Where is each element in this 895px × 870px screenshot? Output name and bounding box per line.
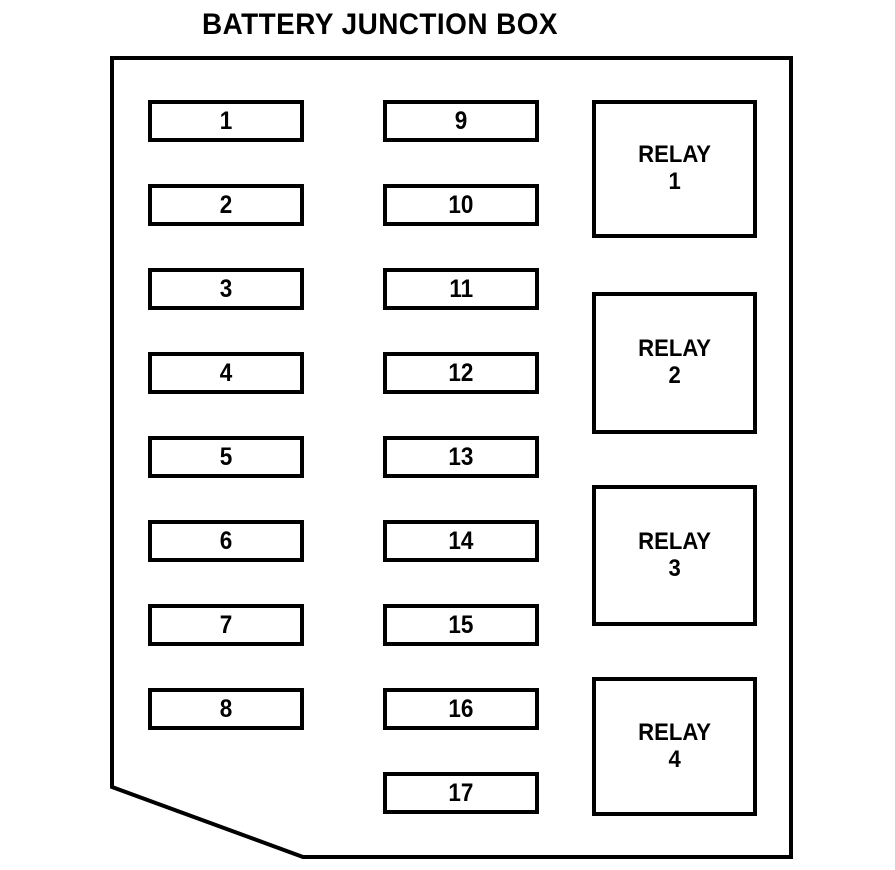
relay-number: 4	[668, 745, 681, 773]
fuse-slot-label: 8	[219, 694, 233, 723]
relay-block[interactable]: RELAY 2	[592, 292, 757, 434]
fuse-slot[interactable]: 2	[148, 184, 304, 226]
fuse-slot[interactable]: 9	[383, 100, 539, 142]
relay-label: RELAY	[638, 335, 711, 363]
fuse-slot[interactable]: 6	[148, 520, 304, 562]
fuse-slot-label: 3	[219, 274, 233, 303]
fuse-slot[interactable]: 7	[148, 604, 304, 646]
relay-label: RELAY	[638, 141, 711, 169]
fuse-slot[interactable]: 13	[383, 436, 539, 478]
relay-block[interactable]: RELAY 3	[592, 485, 757, 626]
fuse-slot-label: 4	[219, 358, 233, 387]
fuse-slot[interactable]: 4	[148, 352, 304, 394]
relay-number: 2	[668, 362, 681, 389]
relay-label: RELAY	[638, 718, 711, 746]
relay-label: RELAY	[638, 527, 711, 555]
relay-number: 1	[668, 168, 681, 195]
fuse-slot-label: 11	[449, 274, 473, 303]
fuse-slot[interactable]: 16	[383, 688, 539, 730]
fuse-slot-label: 10	[448, 190, 474, 219]
fuse-slot[interactable]: 5	[148, 436, 304, 478]
fuse-slot[interactable]: 17	[383, 772, 539, 814]
fuse-slot[interactable]: 1	[148, 100, 304, 142]
fuse-slot-label: 2	[219, 190, 233, 219]
fuse-slot-label: 9	[454, 106, 468, 135]
fuse-slot-label: 5	[219, 442, 233, 471]
fuse-slot-label: 6	[219, 526, 233, 555]
fuse-slot-label: 16	[448, 694, 474, 723]
fuse-slot-label: 13	[448, 442, 474, 471]
fuse-slot[interactable]: 8	[148, 688, 304, 730]
relay-block[interactable]: RELAY 4	[592, 677, 757, 816]
fuse-slot[interactable]: 12	[383, 352, 539, 394]
fuse-slot[interactable]: 3	[148, 268, 304, 310]
fuse-slot-label: 17	[448, 778, 474, 807]
page-title: BATTERY JUNCTION BOX	[201, 8, 559, 41]
fuse-slot[interactable]: 15	[383, 604, 539, 646]
fuse-slot-label: 14	[448, 526, 474, 555]
fuse-slot-label: 1	[219, 106, 233, 135]
fuse-slot[interactable]: 11	[383, 268, 539, 310]
fuse-slot-label: 7	[219, 610, 233, 639]
fuse-slot-label: 15	[448, 610, 474, 639]
fuse-slot[interactable]: 10	[383, 184, 539, 226]
relay-number: 3	[668, 554, 681, 582]
fuse-slot-label: 12	[448, 358, 474, 387]
relay-block[interactable]: RELAY 1	[592, 100, 757, 238]
fuse-slot[interactable]: 14	[383, 520, 539, 562]
